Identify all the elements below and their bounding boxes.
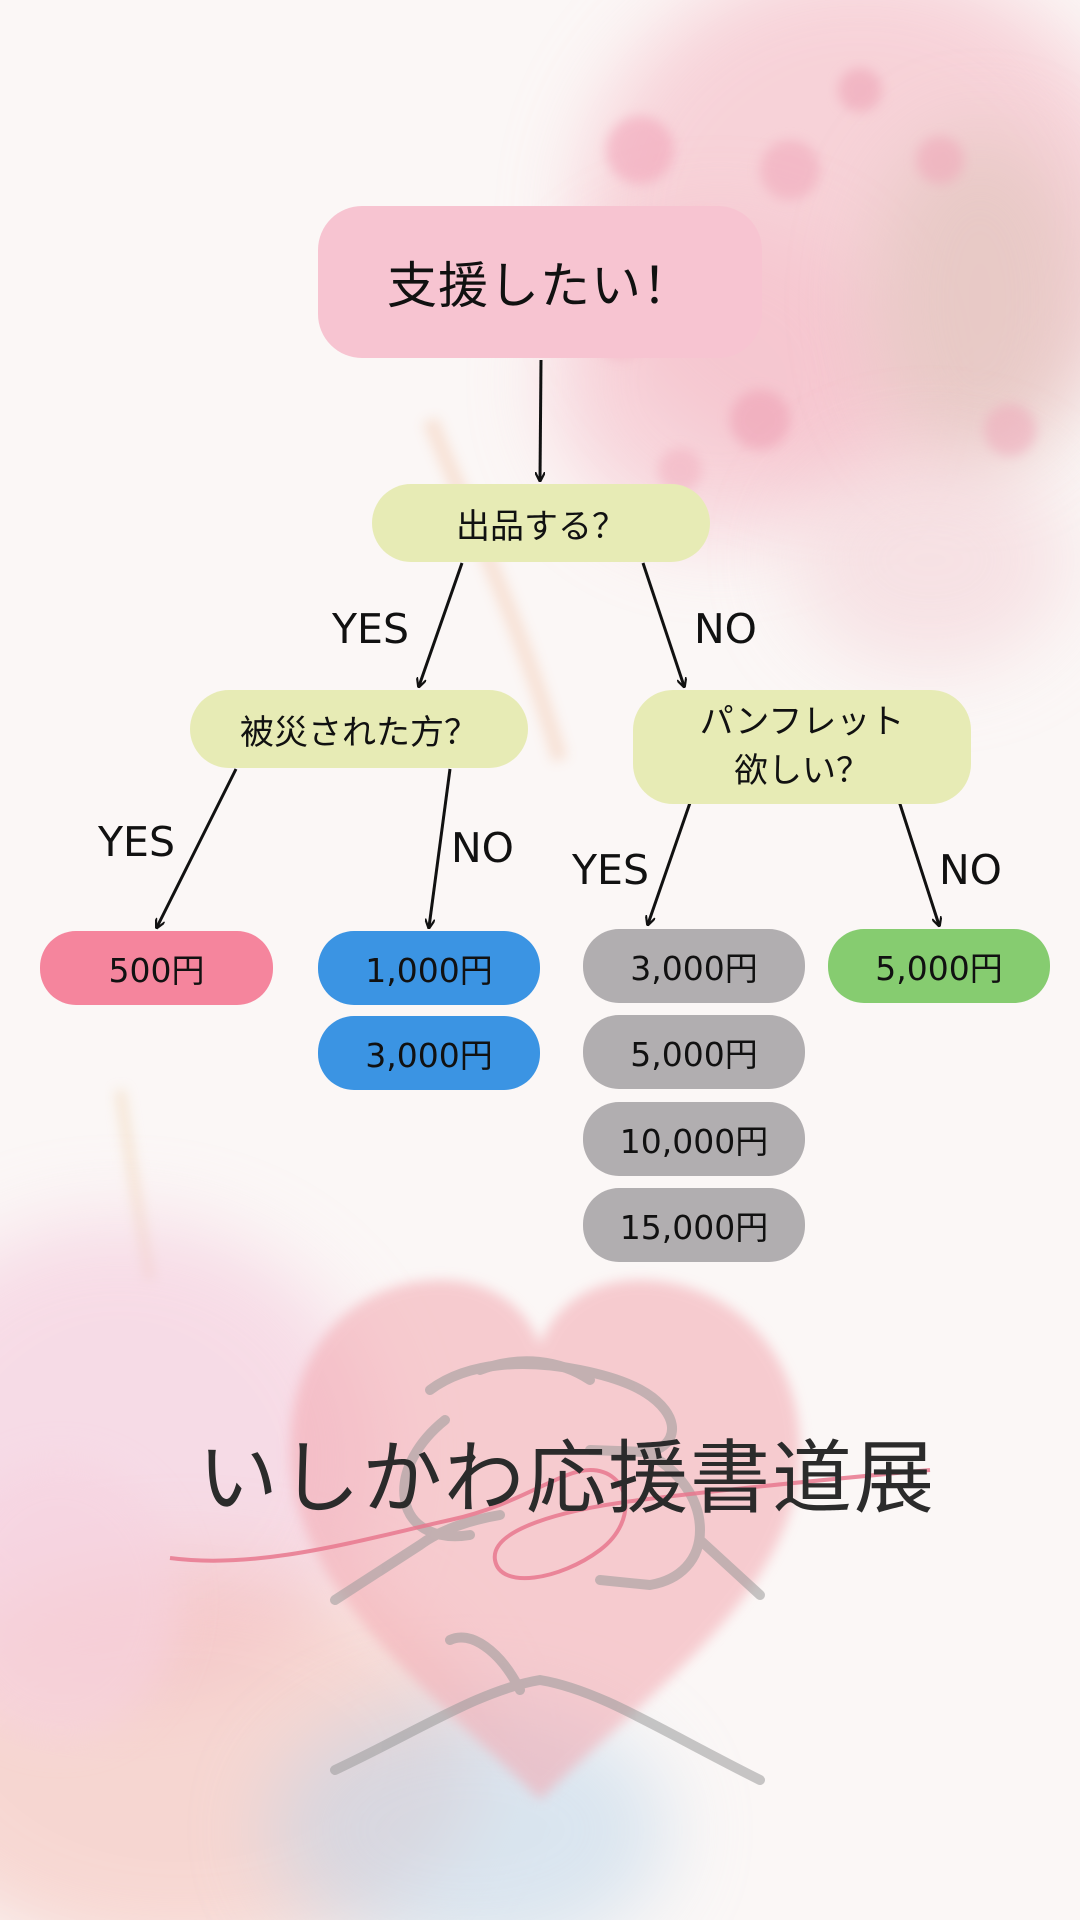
- amount-pamphlet-5000: 5,000円: [583, 1015, 805, 1089]
- question-victim-label: 被災された方？: [240, 712, 478, 753]
- amount-label: 5,000円: [875, 949, 1003, 988]
- arrow-victim-yes: [157, 768, 238, 927]
- arrow-exhibit-no: [641, 562, 684, 686]
- amount-nonvictim-3000: 3,000円: [318, 1016, 540, 1090]
- question-pamphlet: パンフレット 欲しい？: [633, 690, 971, 804]
- amount-label: 5,000円: [630, 1035, 758, 1074]
- amount-label: 1,000円: [365, 951, 493, 990]
- amount-no-pamphlet-5000: 5,000円: [828, 929, 1050, 1003]
- amount-label: 15,000円: [619, 1208, 769, 1247]
- amount-label: 10,000円: [619, 1122, 769, 1161]
- label-exhibit-no: NO: [694, 605, 757, 653]
- root-node-label: 支援したい！: [387, 257, 693, 315]
- amount-label: 3,000円: [365, 1036, 493, 1075]
- amount-label: 500円: [108, 951, 205, 990]
- label-pamphlet-yes: YES: [572, 846, 649, 894]
- amount-pamphlet-3000: 3,000円: [583, 929, 805, 1003]
- arrow-victim-no: [429, 768, 452, 927]
- arrow-root-to-exhibit: [540, 359, 541, 480]
- arrow-pamphlet-yes: [648, 796, 694, 924]
- question-exhibit-label: 出品する？: [456, 506, 626, 547]
- label-victim-no: NO: [451, 824, 514, 872]
- question-victim: 被災された方？: [190, 690, 528, 768]
- root-node: 支援したい！: [318, 206, 762, 358]
- label-victim-yes: YES: [98, 818, 175, 866]
- amount-victim-500: 500円: [40, 931, 273, 1005]
- amount-pamphlet-10000: 10,000円: [583, 1102, 805, 1176]
- arrow-exhibit-yes: [419, 562, 464, 686]
- exhibition-logo-title: いしかわ応援書道展: [198, 1432, 936, 1525]
- amount-label: 3,000円: [630, 949, 758, 988]
- question-pamphlet-line-1: パンフレット: [699, 701, 905, 742]
- amount-pamphlet-15000: 15,000円: [583, 1188, 805, 1262]
- label-exhibit-yes: YES: [332, 605, 409, 653]
- amount-nonvictim-1000: 1,000円: [318, 931, 540, 1005]
- question-pamphlet-line-2: 欲しい？: [734, 751, 870, 791]
- question-exhibit: 出品する？: [372, 484, 710, 562]
- label-pamphlet-no: NO: [939, 846, 1002, 894]
- arrow-pamphlet-no: [897, 800, 939, 925]
